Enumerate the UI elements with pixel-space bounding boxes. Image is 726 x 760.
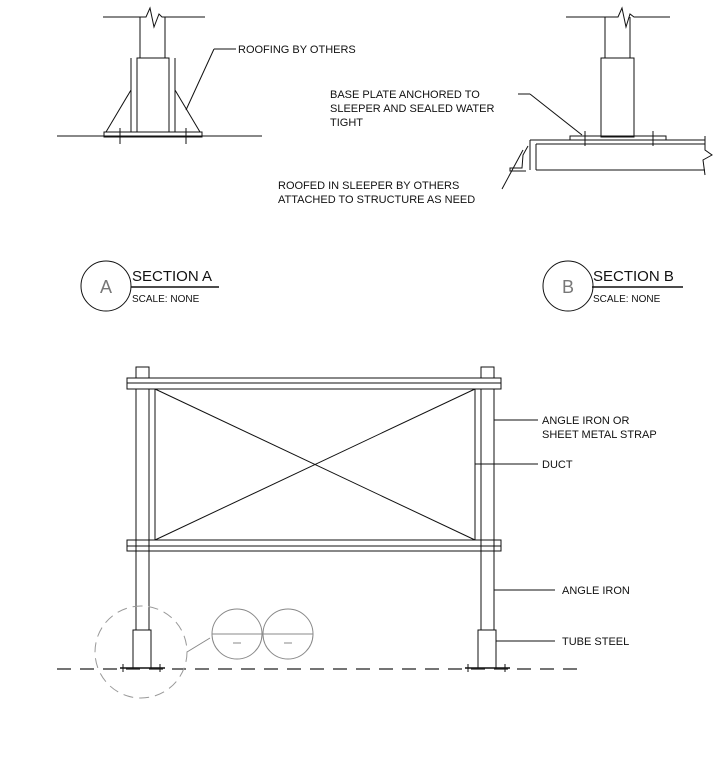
callout-tube-steel: TUBE STEEL [562,636,629,648]
section-b-scale: SCALE: NONE [593,294,661,305]
callout-base-plate-line1: BASE PLATE ANCHORED TO [330,89,480,101]
right-tube-steel [477,629,497,669]
detail-b: BASE PLATE ANCHORED TO SLEEPER AND SEALE… [278,6,713,206]
elevation: ANGLE IRON OR SHEET METAL STRAP DUCT ANG… [57,366,657,699]
callout-base-plate-line2: SLEEPER AND SEALED WATER [330,103,494,115]
tube-steel-post-a [136,57,170,133]
column-break-top-b [566,6,670,29]
callout-angle-iron: ANGLE IRON [562,585,630,597]
section-b-title: B SECTION B SCALE: NONE [542,260,683,312]
left-tube-steel [132,629,152,669]
section-a-bubble [80,260,132,312]
callout-base-plate-line3: TIGHT [330,117,363,129]
callout-duct: DUCT [542,459,573,471]
detail-a: ROOFING BY OTHERS [57,6,356,144]
base-plate-a [103,131,203,138]
callout-roofed-line1: ROOFED IN SLEEPER BY OTHERS [278,180,459,192]
section-b-letter: B [562,277,574,297]
sleeper-break [702,136,713,176]
column-break-top-a [103,6,205,29]
section-b-bubble [542,260,594,312]
section-a-title: A SECTION A SCALE: NONE [80,260,219,312]
tube-steel-post-b [600,57,635,138]
section-a-letter: A [100,277,112,297]
callout-angle-strap-line1: ANGLE IRON OR [542,415,629,427]
section-a-heading: SECTION A [132,268,212,285]
section-b-heading: SECTION B [593,268,674,285]
detail-callout-circle [94,605,188,699]
callout-roofing-by-others: ROOFING BY OTHERS [238,44,356,56]
section-a-scale: SCALE: NONE [132,294,200,305]
leader-roofed-sleeper [501,149,524,190]
right-post-cap [480,366,495,379]
left-post-cap [135,366,150,379]
callout-roofed-line2: ATTACHED TO STRUCTURE AS NEED [278,194,475,206]
callout-angle-strap-line2: SHEET METAL STRAP [542,429,657,441]
